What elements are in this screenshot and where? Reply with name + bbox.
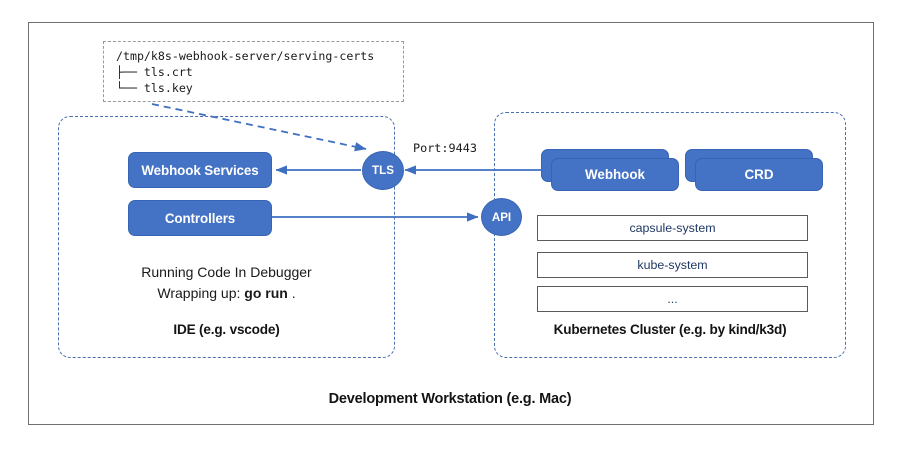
crd-stack-front-layer[interactable]: CRD [695, 158, 823, 191]
ide-zone-label: IDE (e.g. vscode) [173, 322, 280, 337]
ide-note-line-1: Running Code In Debugger [141, 264, 312, 280]
ide-zone: IDE (e.g. vscode) [58, 116, 395, 358]
ide-note-prefix: Wrapping up: [157, 285, 245, 301]
cluster-zone-label: Kubernetes Cluster (e.g. by kind/k3d) [553, 322, 787, 337]
tls-node[interactable]: TLS [362, 151, 404, 190]
crd-stack[interactable]: CRD [685, 149, 833, 195]
webhook-stack[interactable]: Webhook [541, 149, 689, 195]
api-node[interactable]: API [481, 198, 522, 236]
namespace-row[interactable]: kube-system [537, 252, 808, 278]
ide-note: Running Code In Debugger Wrapping up: go… [58, 262, 395, 304]
ide-note-command: go run [244, 285, 288, 301]
serving-certs-box: /tmp/k8s-webhook-server/serving-certs ├─… [103, 41, 404, 102]
workstation-label: Development Workstation (e.g. Mac) [328, 391, 572, 407]
webhook-services-box[interactable]: Webhook Services [128, 152, 272, 188]
port-label: Port:9443 [413, 141, 477, 155]
controllers-box[interactable]: Controllers [128, 200, 272, 236]
namespace-row[interactable]: ... [537, 286, 808, 312]
cert-entry-tls-key: └── tls.key [116, 81, 193, 95]
namespace-row[interactable]: capsule-system [537, 215, 808, 241]
cert-path: /tmp/k8s-webhook-server/serving-certs [116, 49, 375, 63]
cert-entry-tls-crt: ├── tls.crt [116, 65, 193, 79]
ide-note-suffix: . [287, 285, 296, 301]
ide-note-line-2: Wrapping up: go run . [58, 283, 395, 304]
webhook-stack-front-layer[interactable]: Webhook [551, 158, 679, 191]
